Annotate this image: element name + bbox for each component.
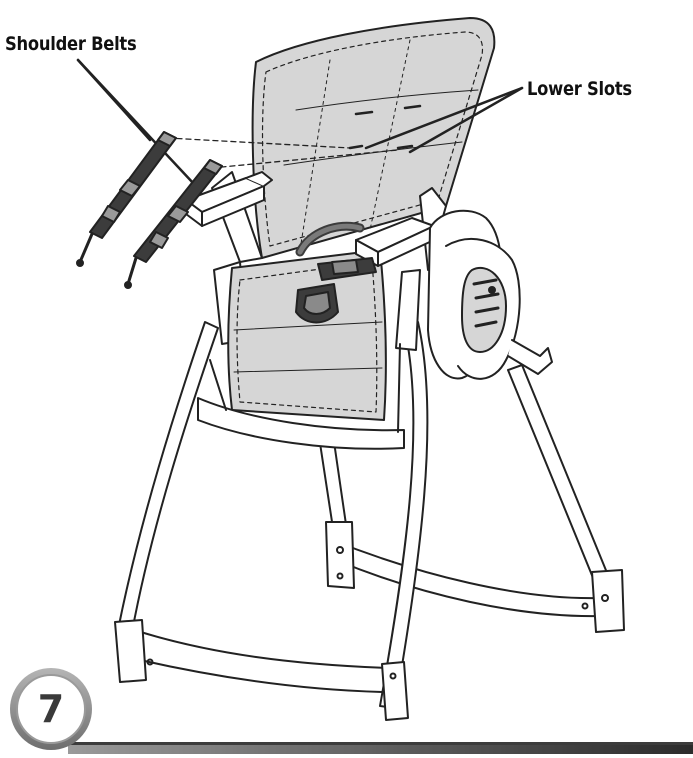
shoulder-belts-pointer — [76, 58, 196, 186]
lower-slot-left — [348, 144, 364, 150]
rear-crossbar — [325, 521, 625, 633]
front-leg-left — [117, 321, 219, 633]
recline-mechanism — [427, 209, 553, 380]
shoulder-belt-right — [124, 159, 223, 289]
front-base — [114, 619, 409, 721]
armrest-left — [185, 171, 273, 227]
lower-slots-pointer — [364, 86, 524, 154]
step-footer-bar — [68, 742, 693, 754]
shoulder-belts-label: Shoulder Belts — [5, 33, 137, 55]
front-leg-right — [379, 321, 429, 709]
leader-lines — [167, 137, 399, 169]
seat-cushion — [227, 249, 387, 421]
rear-leg-right — [507, 364, 613, 591]
harness — [295, 221, 377, 324]
step-number-badge: 7 — [10, 668, 92, 750]
lower-slots-label: Lower Slots — [527, 78, 632, 100]
lower-slot-right — [396, 144, 414, 150]
shoulder-belt-left — [76, 131, 177, 267]
step-number: 7 — [37, 687, 65, 731]
step-badge — [10, 668, 92, 750]
seat-front — [197, 343, 405, 450]
